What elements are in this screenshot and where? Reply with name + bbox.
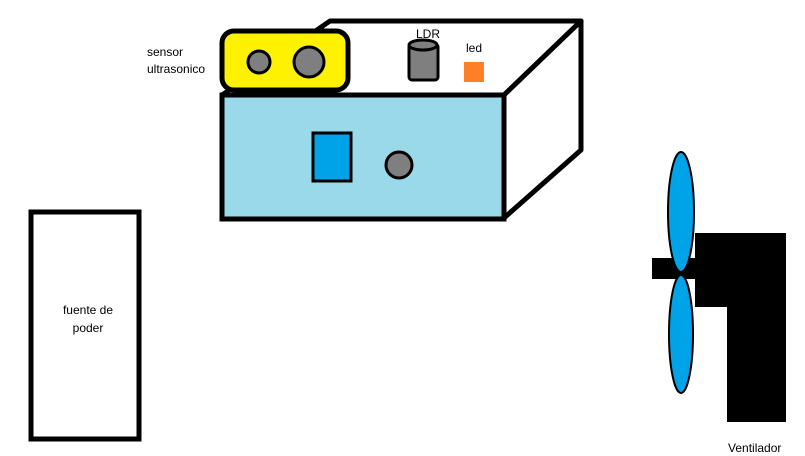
switch-icon	[311, 131, 353, 183]
sensor-eye-left-icon	[246, 49, 272, 75]
fan-motor-upper	[695, 233, 786, 307]
box-front-face	[219, 92, 507, 222]
fan-blade-top-icon	[667, 151, 695, 273]
sensor-label-line2: ultrasonico	[147, 62, 205, 76]
sensor-label-line1: sensor	[147, 45, 183, 59]
ldr-label: LDR	[416, 27, 440, 41]
fan-stand	[727, 300, 786, 422]
fan-label: Ventilador	[728, 441, 781, 455]
ldr-component	[407, 38, 440, 82]
sensor-eye-right-icon	[292, 45, 326, 79]
fan	[652, 151, 786, 422]
ultrasonic-sensor	[219, 28, 351, 93]
fan-blade-bottom-icon	[668, 274, 694, 394]
power-supply-box	[28, 209, 142, 442]
led-label: led	[466, 41, 482, 55]
sensor-body	[219, 28, 351, 93]
led-icon	[464, 62, 484, 82]
power-supply-label-line1: fuente de	[63, 303, 113, 317]
knob-icon	[384, 150, 414, 180]
power-supply-label-line2: poder	[73, 321, 104, 335]
ldr-top-icon	[407, 38, 439, 52]
